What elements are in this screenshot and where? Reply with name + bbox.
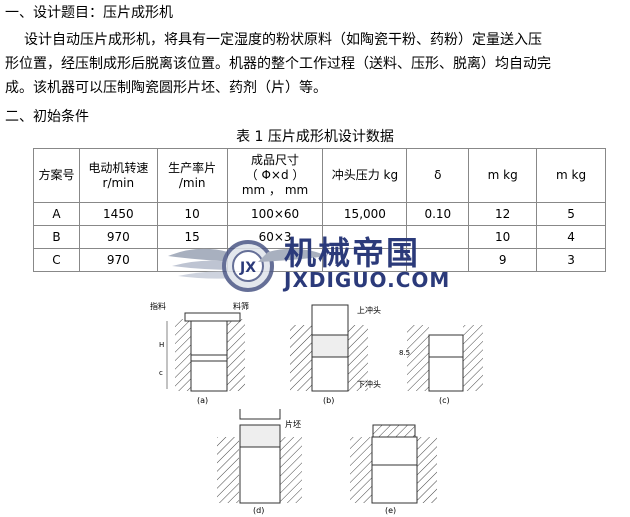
dim-h: H	[159, 341, 164, 349]
caption-d: (d)	[253, 506, 264, 515]
table-row: C 970 9 3	[33, 248, 606, 272]
cell-m1: 10	[468, 225, 538, 249]
cell-scheme: C	[33, 248, 80, 272]
dim-c: c	[159, 369, 163, 377]
watermark-emblem-icon: JX	[168, 240, 328, 292]
col-m2: m kg	[536, 148, 606, 203]
col-force: 冲头压力 kg	[322, 148, 408, 203]
col-size-line3: mm ， mm	[241, 183, 309, 197]
watermark-title: 机械帝国	[284, 234, 421, 272]
caption-a: (a)	[197, 396, 208, 405]
stage-b: 上冲头 下冲头 (b)	[290, 304, 381, 405]
caption-b: (b)	[323, 396, 334, 405]
watermark-url: JXDIGUO.COM	[284, 268, 451, 292]
col-size: 成品尺寸 （ Φ×d ） mm ， mm	[226, 148, 324, 203]
section1-para-line3: 成。该机器可以压制陶瓷圆形片坯、药剂（片）等。	[5, 80, 327, 96]
stage-e: (e)	[350, 424, 437, 515]
cell-scheme: A	[33, 202, 80, 226]
label-a-left: 指料	[150, 301, 166, 311]
dim-b: 8.5	[399, 349, 410, 357]
cell-delta	[406, 248, 470, 272]
label-b-top: 上冲头	[357, 305, 381, 315]
caption-c: (c)	[439, 396, 450, 405]
cell-force	[322, 248, 408, 272]
cell-scheme: B	[33, 225, 80, 249]
section1-para-line1: 设计自动压片成形机，将具有一定湿度的粉状原料（如陶瓷干粉、药粉）定量送入压	[24, 32, 542, 48]
cell-rate: 15	[156, 225, 228, 249]
col-scheme: 方案号	[33, 148, 80, 203]
cell-m1: 12	[468, 202, 538, 226]
section1-heading: 一、设计题目：压片成形机	[5, 5, 173, 21]
cell-size: 100×60	[226, 202, 324, 226]
stage-d: 片坯 (d)	[217, 409, 302, 515]
table-header-row: 方案号 电动机转速 r/min 生产率片 /min 成品尺寸 （ Φ×d ） m…	[33, 148, 606, 203]
stage-a: 指料 料筛 H c (a)	[150, 301, 249, 405]
table-caption: 表 1 压片成形机设计数据	[236, 129, 394, 145]
col-size-line1: 成品尺寸	[251, 153, 300, 167]
cell-speed: 970	[78, 248, 158, 272]
col-rate: 生产率片 /min	[156, 148, 228, 203]
col-speed-line1: 电动机转速	[88, 160, 149, 175]
col-delta: δ	[406, 148, 470, 203]
press-process-figure: 指料 料筛 H c (a) 上冲头 下冲头 (b) 8.5 (c) 片坯 (d)	[150, 301, 483, 515]
watermark-emblem: JX	[239, 260, 256, 276]
label-b-bottom: 下冲头	[357, 379, 381, 389]
section2-heading: 二、初始条件	[5, 109, 89, 125]
cell-speed: 970	[78, 225, 158, 249]
design-data-table: 方案号 电动机转速 r/min 生产率片 /min 成品尺寸 （ Φ×d ） m…	[33, 148, 606, 272]
cell-force	[322, 225, 408, 249]
stage-c: 8.5 (c)	[399, 325, 483, 405]
table-row: B 970 15 60×3 10 4	[33, 225, 606, 249]
col-rate-line1: 生产率片	[168, 160, 217, 175]
col-rate-line2: /min	[178, 175, 206, 190]
label-a-right: 料筛	[233, 301, 249, 311]
cell-m2: 5	[536, 202, 606, 226]
cell-m2: 3	[536, 248, 606, 272]
col-speed: 电动机转速 r/min	[78, 148, 158, 203]
cell-m1: 9	[468, 248, 538, 272]
col-m1: m kg	[468, 148, 538, 203]
label-d: 片坯	[285, 419, 301, 429]
caption-e: (e)	[385, 506, 396, 515]
section1-para-line2: 形位置，经压制成形后脱离该位置。机器的整个工作过程（送料、压形、脱离）均自动完	[5, 56, 551, 72]
col-size-line2: （ Φ×d ）	[245, 168, 305, 182]
cell-speed: 1450	[78, 202, 158, 226]
cell-m2: 4	[536, 225, 606, 249]
col-speed-line2: r/min	[102, 175, 135, 190]
